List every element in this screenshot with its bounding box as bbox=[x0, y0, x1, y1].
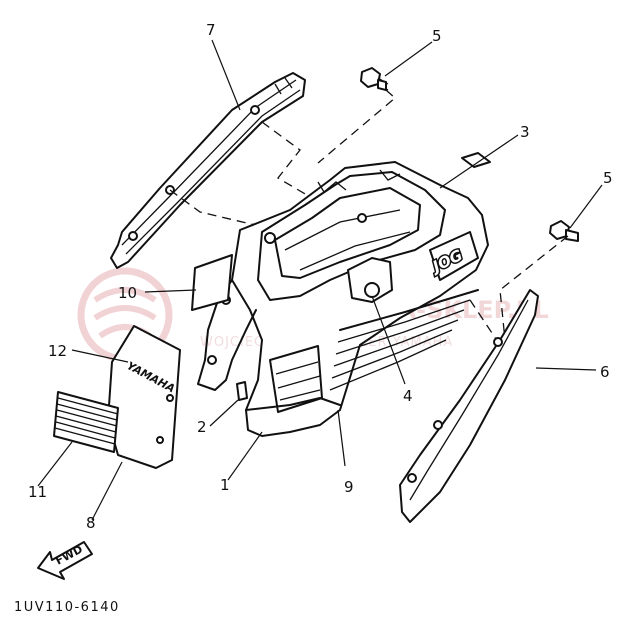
leader-lines bbox=[37, 39, 603, 521]
callout-7: 7 bbox=[206, 21, 216, 39]
forward-arrow-icon: FWD bbox=[37, 541, 93, 580]
part-3-plate bbox=[461, 152, 491, 168]
callout-6: 6 bbox=[600, 363, 610, 381]
assembly-lines bbox=[169, 89, 569, 346]
callout-10: 10 bbox=[118, 284, 137, 302]
callout-8: 8 bbox=[86, 514, 96, 532]
part-10-plate bbox=[191, 254, 233, 311]
callout-4: 4 bbox=[403, 387, 413, 405]
callout-12: 12 bbox=[48, 342, 67, 360]
callout-11: 11 bbox=[28, 483, 47, 501]
callout-5-top: 5 bbox=[432, 27, 442, 45]
part-7-rail bbox=[110, 72, 306, 269]
callouts: 7 5 3 5 6 4 9 10 12 2 1 11 8 bbox=[28, 21, 613, 532]
part-5-screw-top bbox=[360, 67, 389, 91]
part-2-clip bbox=[236, 381, 248, 401]
callout-5-right: 5 bbox=[603, 169, 613, 187]
callout-2: 2 bbox=[197, 418, 207, 436]
part-8-emblem-panel: YAMAHA bbox=[107, 325, 181, 469]
callout-3: 3 bbox=[520, 123, 530, 141]
diagram-code: 1UV110-6140 bbox=[14, 600, 120, 615]
part-5-screw-right bbox=[549, 220, 579, 242]
part-6-molding bbox=[399, 289, 539, 523]
part-1-body-cover bbox=[197, 161, 489, 437]
callout-9: 9 bbox=[344, 478, 354, 496]
callout-1: 1 bbox=[220, 476, 230, 494]
part-11-reflector bbox=[53, 391, 119, 453]
